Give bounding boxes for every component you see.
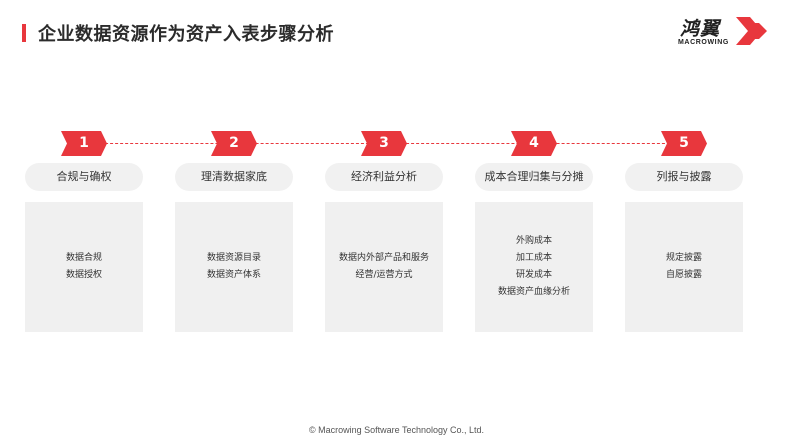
panel-item: 自愿披露 (665, 270, 702, 280)
panel-item: 数据合规 (65, 253, 102, 263)
footer-copyright: © Macrowing Software Technology Co., Ltd… (308, 425, 485, 435)
step-badge-2: 2 (211, 131, 257, 156)
step-panel-3: 数据内外部产品和服务 经营/运营方式 (325, 202, 443, 332)
logo-name-cn: 鸿翼 (680, 18, 721, 40)
step-badge-3: 3 (361, 131, 407, 156)
brand-logo: 鸿翼 MACROWING (676, 14, 776, 50)
step-badge-5: 5 (661, 131, 707, 156)
panel-item: 规定披露 (665, 253, 702, 263)
panel-item: 经营/运营方式 (355, 270, 413, 280)
panel-item: 外购成本 (515, 236, 552, 246)
step-number: 4 (529, 135, 539, 151)
badge-shape-icon (511, 131, 557, 156)
panel-item: 数据资产体系 (206, 270, 261, 280)
step-number: 2 (229, 135, 239, 151)
step-title-3: 经济利益分析 (325, 163, 443, 191)
panel-item: 数据授权 (65, 270, 102, 280)
step-badge-1: 1 (61, 131, 107, 156)
badge-shape-icon (61, 131, 107, 156)
panel-item: 数据资产血缘分析 (497, 287, 570, 297)
step-title-5: 列报与披露 (625, 163, 743, 191)
panel-item: 数据资源目录 (206, 253, 261, 263)
step-number: 5 (679, 135, 689, 151)
step-panel-4: 外购成本 加工成本 研发成本 数据资产血缘分析 (475, 202, 593, 332)
step-panel-2: 数据资源目录 数据资产体系 (175, 202, 293, 332)
logo-chevron-icon (736, 17, 767, 45)
step-number: 1 (79, 135, 89, 151)
title-accent-bar (22, 24, 26, 42)
panel-item: 加工成本 (515, 253, 552, 263)
step-number: 3 (379, 135, 389, 151)
step-title-2: 理清数据家底 (175, 163, 293, 191)
step-panel-5: 规定披露 自愿披露 (625, 202, 743, 332)
badge-shape-icon (361, 131, 407, 156)
panel-item: 研发成本 (515, 270, 552, 280)
step-badge-4: 4 (511, 131, 557, 156)
badge-shape-icon (661, 131, 707, 156)
step-title-1: 合规与确权 (25, 163, 143, 191)
step-panel-1: 数据合规 数据授权 (25, 202, 143, 332)
step-title-4: 成本合理归集与分摊 (475, 163, 593, 191)
panel-item: 数据内外部产品和服务 (338, 253, 429, 263)
logo-name-en: MACROWING (678, 39, 729, 46)
badge-shape-icon (211, 131, 257, 156)
page-title: 企业数据资源作为资产入表步骤分析 (38, 24, 334, 45)
